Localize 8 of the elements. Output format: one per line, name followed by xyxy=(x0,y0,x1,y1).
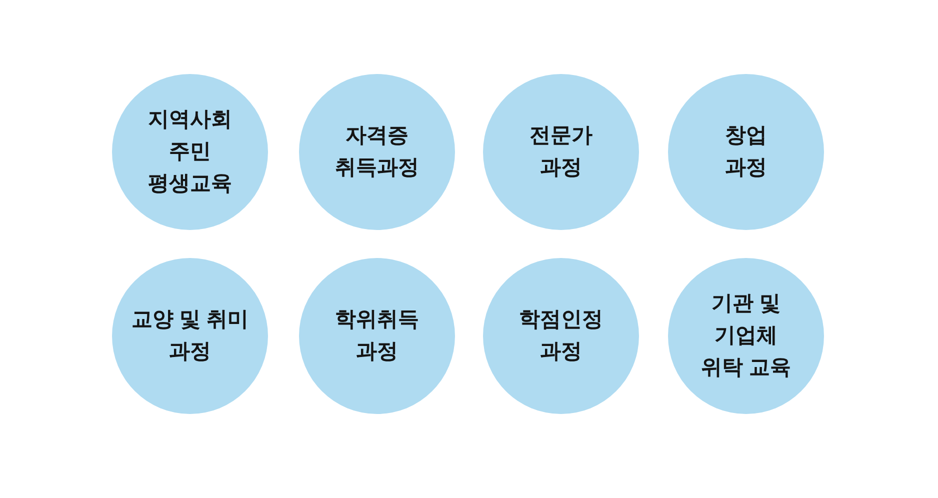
circle-label: 전문가 과정 xyxy=(528,123,594,181)
circle-label: 지역사회 주민 평생교육 xyxy=(147,107,233,197)
circle-label: 기관 및 기업체 위탁 교육 xyxy=(700,291,792,381)
circle-label: 학점인정 과정 xyxy=(518,307,604,365)
circle-label: 창업 과정 xyxy=(724,123,768,181)
circle-label: 자격증 취득과정 xyxy=(334,123,420,181)
circle-label: 학위취득 과정 xyxy=(334,307,420,365)
circle-label: 교양 및 취미 과정 xyxy=(130,307,250,365)
